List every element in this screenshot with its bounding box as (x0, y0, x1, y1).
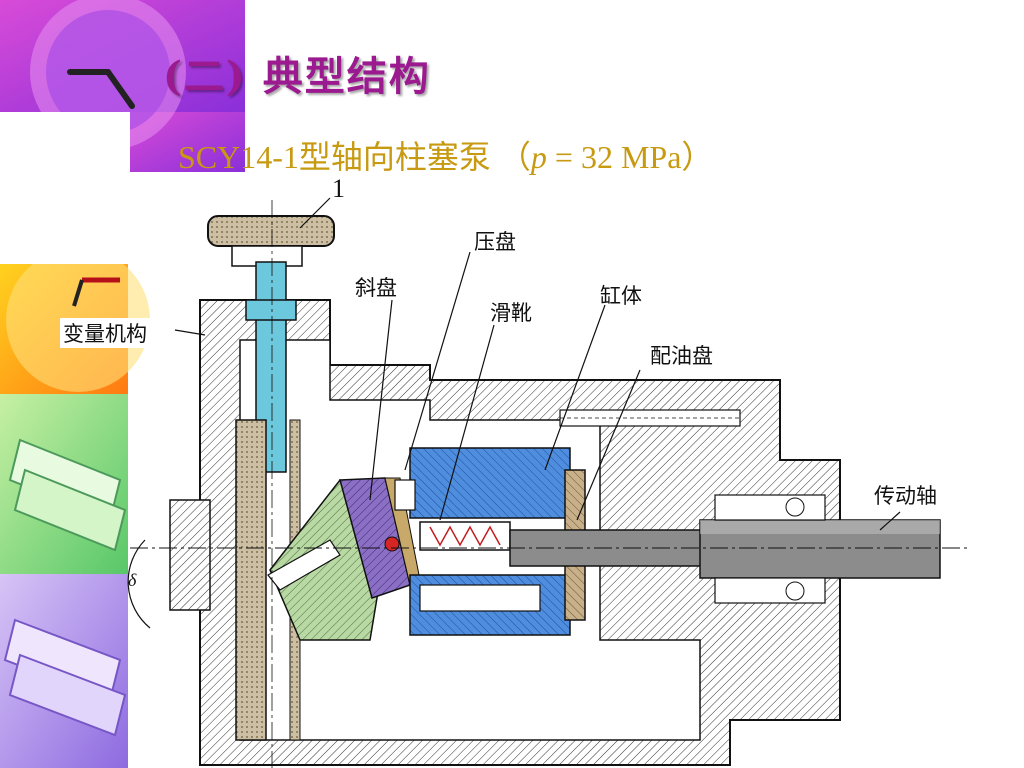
slide-title: (二) 典型结构 (163, 53, 431, 100)
leader-lines (174, 197, 901, 531)
delta-angle-arc (127, 539, 151, 629)
label-slipper: 滑靴 (490, 301, 532, 325)
label-swash-plate: 斜盘 (355, 276, 397, 300)
label-variable-mechanism: 变量机构 (60, 318, 150, 348)
slipper-assembly (339, 477, 421, 599)
subtitle-pressure-value: = 32 MPa） (546, 139, 714, 175)
label-drive-shaft: 传动轴 (874, 484, 937, 508)
label-pressure-plate: 压盘 (474, 230, 516, 254)
housing-bolt (559, 409, 741, 427)
part-number-label: 1 (332, 174, 345, 203)
subtitle-main: SCY14-1型轴向柱塞泵 （ (178, 139, 531, 175)
slide-subtitle: SCY14-1型轴向柱塞泵 （p = 32 MPa） (178, 132, 713, 178)
label-cylinder-block: 缸体 (600, 284, 642, 308)
cylinder-block (384, 447, 571, 636)
subtitle-pressure-symbol: p (530, 139, 547, 175)
delta-angle-label: δ (128, 570, 137, 590)
label-valve-plate: 配油盘 (650, 344, 713, 368)
